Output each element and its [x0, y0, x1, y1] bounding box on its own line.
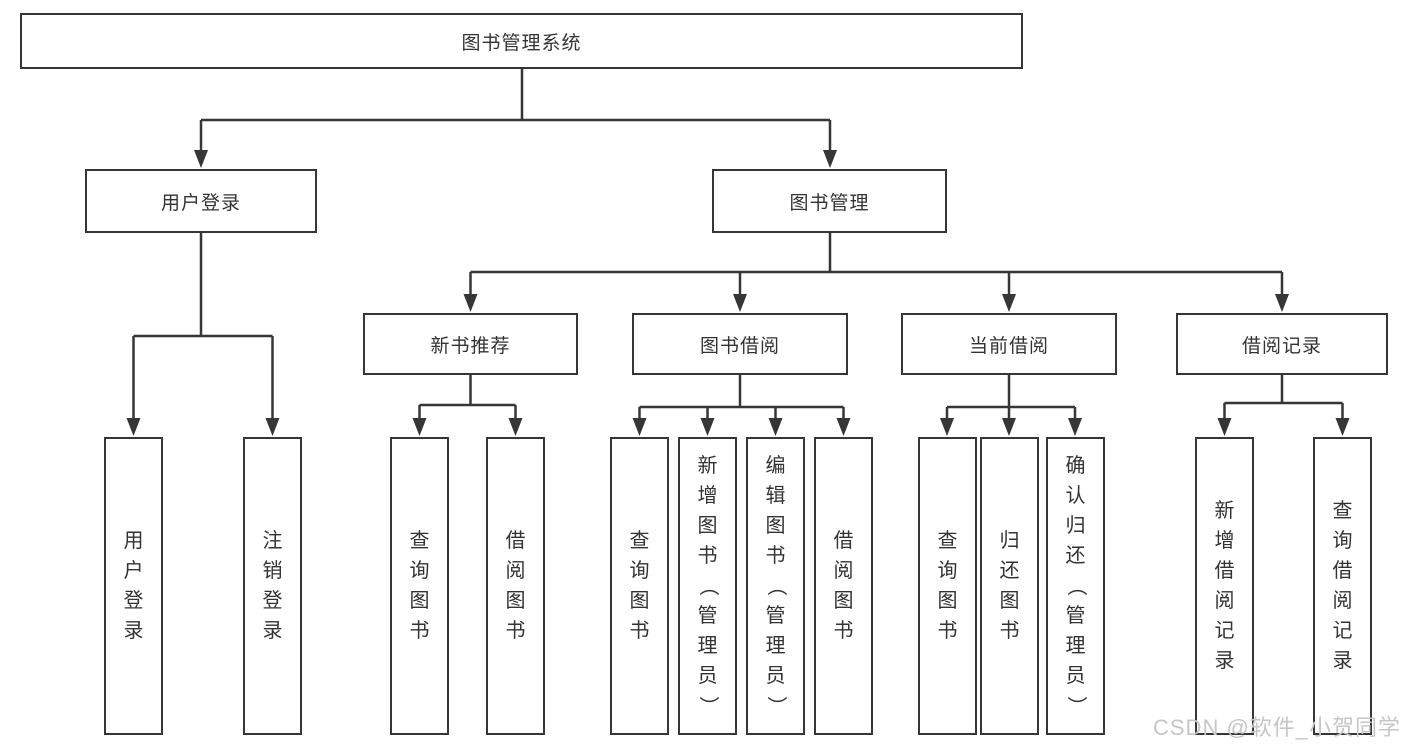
leaf-query-books-1: 查询图书: [390, 437, 449, 735]
leaf-query-books-2: 查询图书: [610, 437, 669, 735]
csdn-watermark: CSDN @软件_小贺同学: [1153, 715, 1402, 740]
node-root-label: 图书管理系统: [461, 32, 582, 54]
node-book-borrowing: 图书借阅: [632, 313, 848, 375]
node-borrow-records: 借阅记录: [1176, 313, 1388, 375]
node-user-login: 用户登录: [85, 169, 317, 233]
node-new-book-recommend: 新书推荐: [363, 313, 578, 375]
node-borrow-records-label: 借阅记录: [1241, 335, 1322, 357]
node-user-login-label: 用户登录: [160, 192, 241, 214]
node-new-book-recommend-label: 新书推荐: [430, 335, 511, 357]
leaf-borrow-books-2: 借阅图书: [814, 437, 873, 735]
leaf-add-borrow-record: 新增借阅记录: [1195, 437, 1254, 735]
node-current-borrowing: 当前借阅: [901, 313, 1117, 375]
node-book-management-label: 图书管理: [789, 192, 870, 214]
leaf-user-login: 用户登录: [104, 437, 163, 735]
node-current-borrowing-label: 当前借阅: [968, 335, 1049, 357]
node-book-borrowing-label: 图书借阅: [699, 335, 780, 357]
node-root: 图书管理系统: [20, 13, 1023, 69]
node-book-management: 图书管理: [712, 169, 947, 233]
leaf-logout: 注销登录: [243, 437, 302, 735]
leaf-query-borrow-record: 查询借阅记录: [1313, 437, 1372, 735]
leaf-edit-books-admin: 编辑图书（管理员）: [746, 437, 805, 735]
leaf-add-books-admin: 新增图书（管理员）: [678, 437, 737, 735]
leaf-confirm-return-admin: 确认归还（管理员）: [1046, 437, 1105, 735]
leaf-borrow-books-1: 借阅图书: [486, 437, 545, 735]
leaf-query-books-3: 查询图书: [918, 437, 977, 735]
leaf-return-books: 归还图书: [980, 437, 1039, 735]
